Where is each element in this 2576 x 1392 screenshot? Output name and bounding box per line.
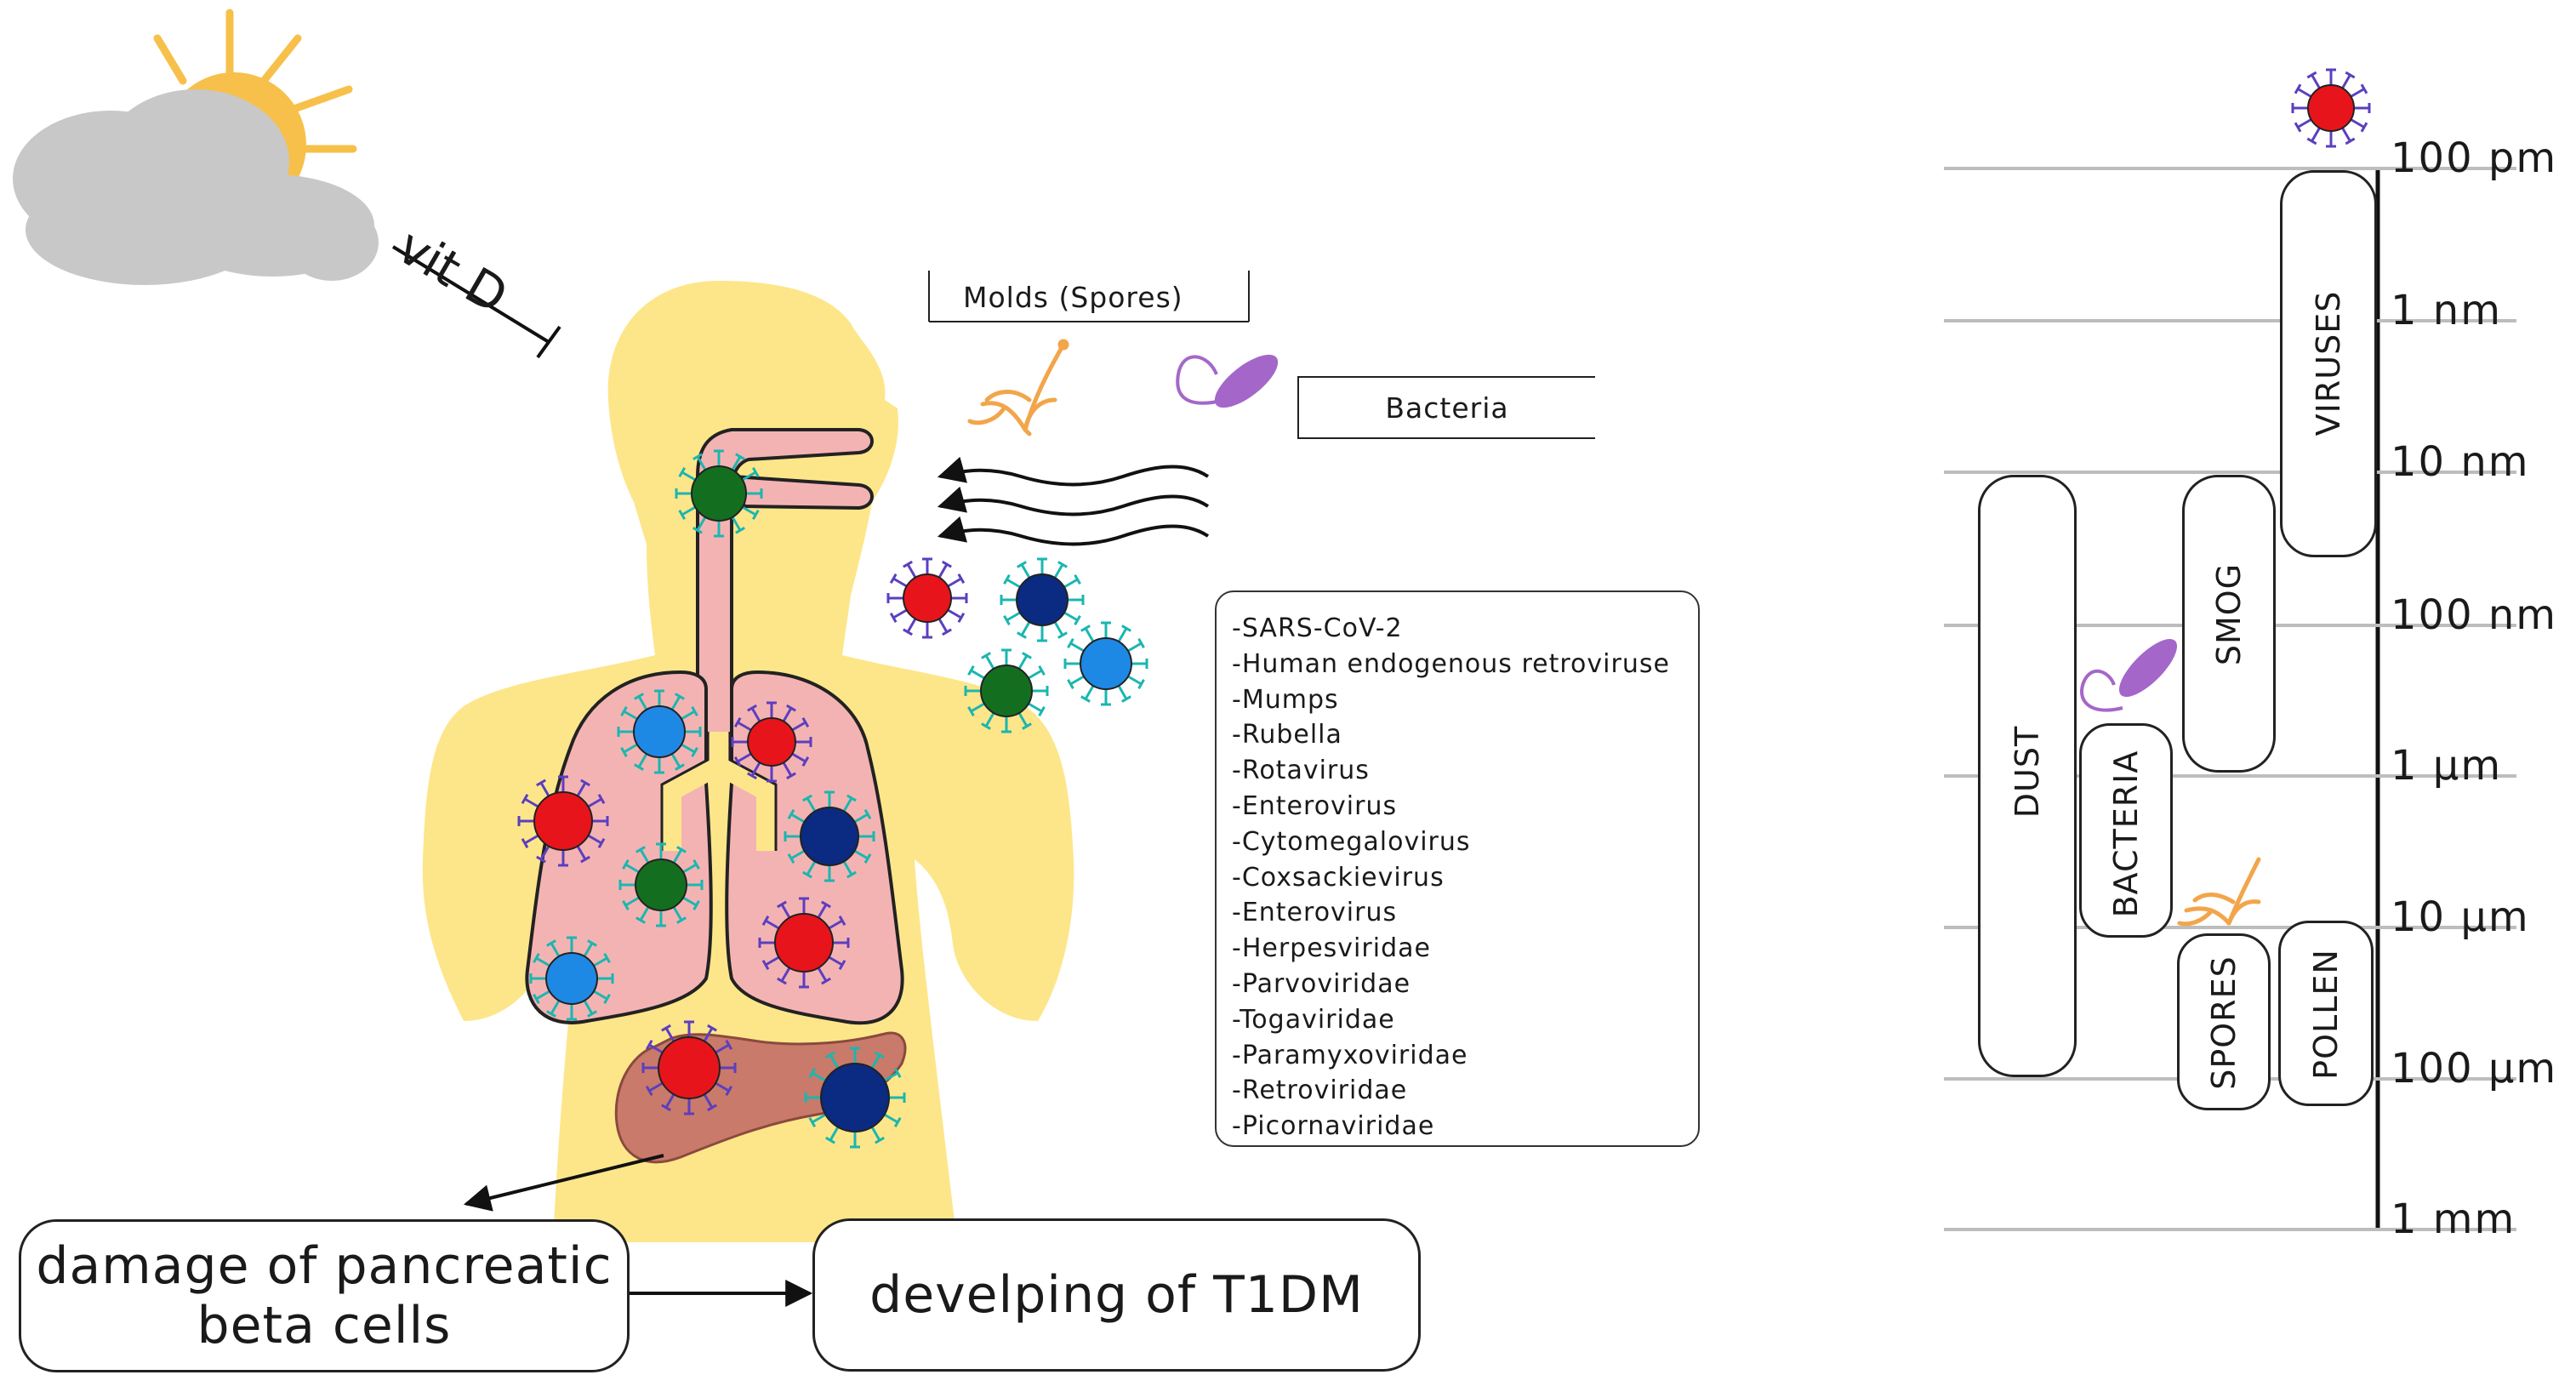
virus-particle-icon xyxy=(2291,68,2371,148)
scale-tick-label: 1 nm xyxy=(2391,287,2502,334)
virus-list-item: -Rotavirus xyxy=(1232,756,1370,786)
virus-particle-icon xyxy=(784,790,875,882)
scale-spore-icon xyxy=(2177,857,2261,927)
vitamin-d-inhibition-line xyxy=(391,245,561,359)
virus-particle-icon xyxy=(517,775,609,867)
virus-list-item: -Coxsackievirus xyxy=(1232,862,1445,893)
virus-list-item: -Enterovirus xyxy=(1232,898,1398,928)
virus-particle-icon xyxy=(641,1020,737,1115)
outcome-label: develping of T1DM xyxy=(869,1265,1364,1325)
scale-tick-label: 1 mm xyxy=(2391,1195,2516,1243)
virus-particle-icon xyxy=(758,897,850,989)
scale-tick-label: 10 nm xyxy=(2391,438,2530,486)
virus-list-item: -Picornaviridae xyxy=(1232,1111,1435,1142)
virus-list-item: -Herpesviridae xyxy=(1232,933,1431,964)
damage-box-line1: damage of pancreatic xyxy=(36,1236,613,1296)
virus-list-item: -Human endogenous retroviruse xyxy=(1232,648,1670,679)
virus-particle-icon xyxy=(964,648,1049,733)
pill-label-dust: DUST xyxy=(2009,725,2046,819)
scale-tick-label: 100 pm xyxy=(2391,134,2558,182)
virus-particle-icon xyxy=(529,936,614,1021)
pill-bacteria xyxy=(2079,723,2173,938)
arrow-pancreas-to-damage xyxy=(463,1154,664,1212)
virus-particle-icon xyxy=(618,842,704,927)
pill-label-smog: SMOG xyxy=(2210,562,2248,666)
scale-tick-label: 10 µm xyxy=(2391,893,2530,941)
airflow-arrows xyxy=(937,456,1210,546)
scale-tick-label: 1 µm xyxy=(2391,742,2503,790)
virus-list-item: -Paramyxoviridae xyxy=(1232,1040,1468,1070)
virus-particle-icon xyxy=(804,1047,906,1149)
virus-list-item: -SARS-CoV-2 xyxy=(1232,613,1403,643)
damage-box: damage of pancreatic beta cells xyxy=(19,1219,630,1372)
scale-bacteria-icon xyxy=(2080,638,2178,712)
molds-label: Molds (Spores) xyxy=(963,281,1183,314)
virus-particle-icon xyxy=(1000,557,1085,642)
bronchi xyxy=(663,732,775,851)
bacteria-icon xyxy=(1176,354,1279,408)
pill-pollen xyxy=(2278,921,2374,1106)
virus-particle-icon xyxy=(886,557,968,639)
virus-list-item: -Rubella xyxy=(1232,720,1342,750)
virus-list-item: -Cytomegalovirus xyxy=(1232,826,1471,857)
virus-particle-icon xyxy=(617,689,702,774)
virus-particle-icon xyxy=(675,449,763,538)
mold-spore-icon xyxy=(967,339,1069,436)
damage-box-line2: beta cells xyxy=(197,1296,452,1355)
virus-particle-icon xyxy=(1063,621,1148,706)
outcome-box: develping of T1DM xyxy=(812,1218,1421,1372)
bacteria-label-box: Bacteria xyxy=(1297,376,1595,439)
pill-spores xyxy=(2177,933,2271,1110)
scale-tick-label: 100 nm xyxy=(2391,591,2558,639)
pill-smog xyxy=(2182,475,2276,773)
pill-label-pollen: POLLEN xyxy=(2307,949,2345,1080)
pill-label-spores: SPORES xyxy=(2205,956,2243,1090)
virus-list-item: -Parvoviridae xyxy=(1232,968,1411,999)
cloud-icon xyxy=(13,89,379,285)
virus-particle-icon xyxy=(731,701,812,783)
virus-list-item: -Retroviridae xyxy=(1232,1075,1408,1106)
pill-viruses xyxy=(2280,170,2377,557)
pill-label-bacteria: BACTERIA xyxy=(2107,750,2145,918)
pill-label-viruses: VIRUSES xyxy=(2310,290,2347,436)
virus-list-box: -SARS-CoV-2 -Human endogenous retroviruse… xyxy=(1215,590,1700,1147)
virus-particles xyxy=(517,68,2371,1149)
molds-label-frame xyxy=(928,271,1250,322)
virus-list-item: -Togaviridae xyxy=(1232,1004,1395,1035)
scale-tick-label: 100 µm xyxy=(2391,1045,2558,1092)
pill-dust xyxy=(1978,475,2077,1077)
virus-list-item: -Mumps xyxy=(1232,684,1339,715)
virus-list-item: -Enterovirus xyxy=(1232,790,1398,821)
bacteria-label: Bacteria xyxy=(1385,391,1509,425)
